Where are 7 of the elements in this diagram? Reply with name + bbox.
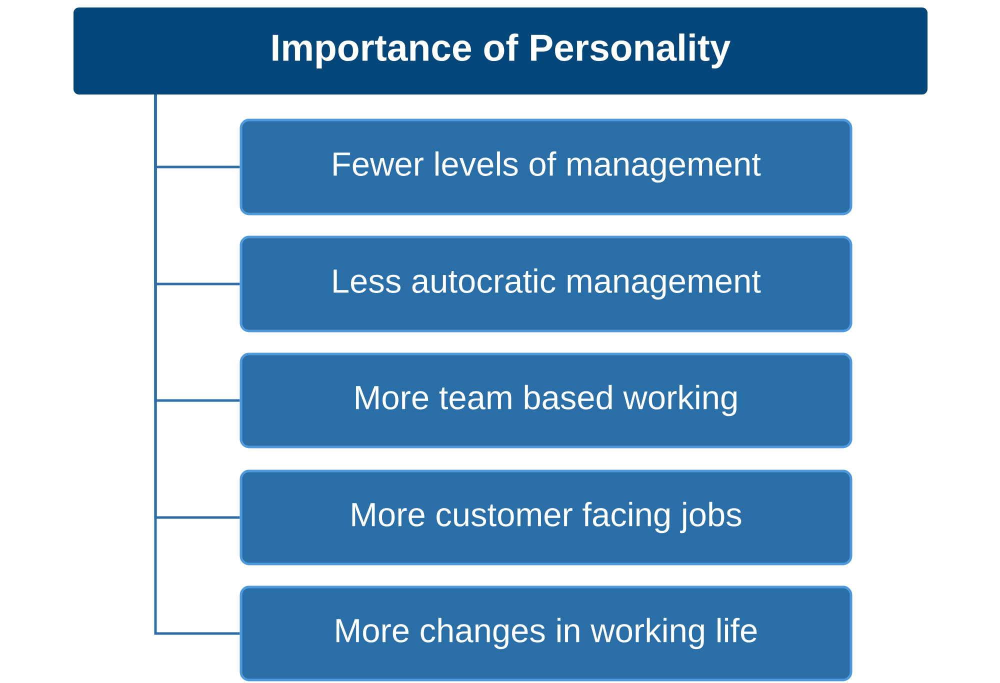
item-box: More customer facing jobs bbox=[240, 470, 852, 566]
heading-box: Importance of Personality bbox=[74, 8, 928, 94]
connector-line bbox=[154, 94, 240, 635]
item-box: More changes in working life bbox=[240, 586, 852, 682]
item-box: More team based working bbox=[240, 352, 852, 448]
item-box: Less autocratic management bbox=[240, 236, 852, 332]
item-box: Fewer levels of management bbox=[240, 118, 852, 216]
